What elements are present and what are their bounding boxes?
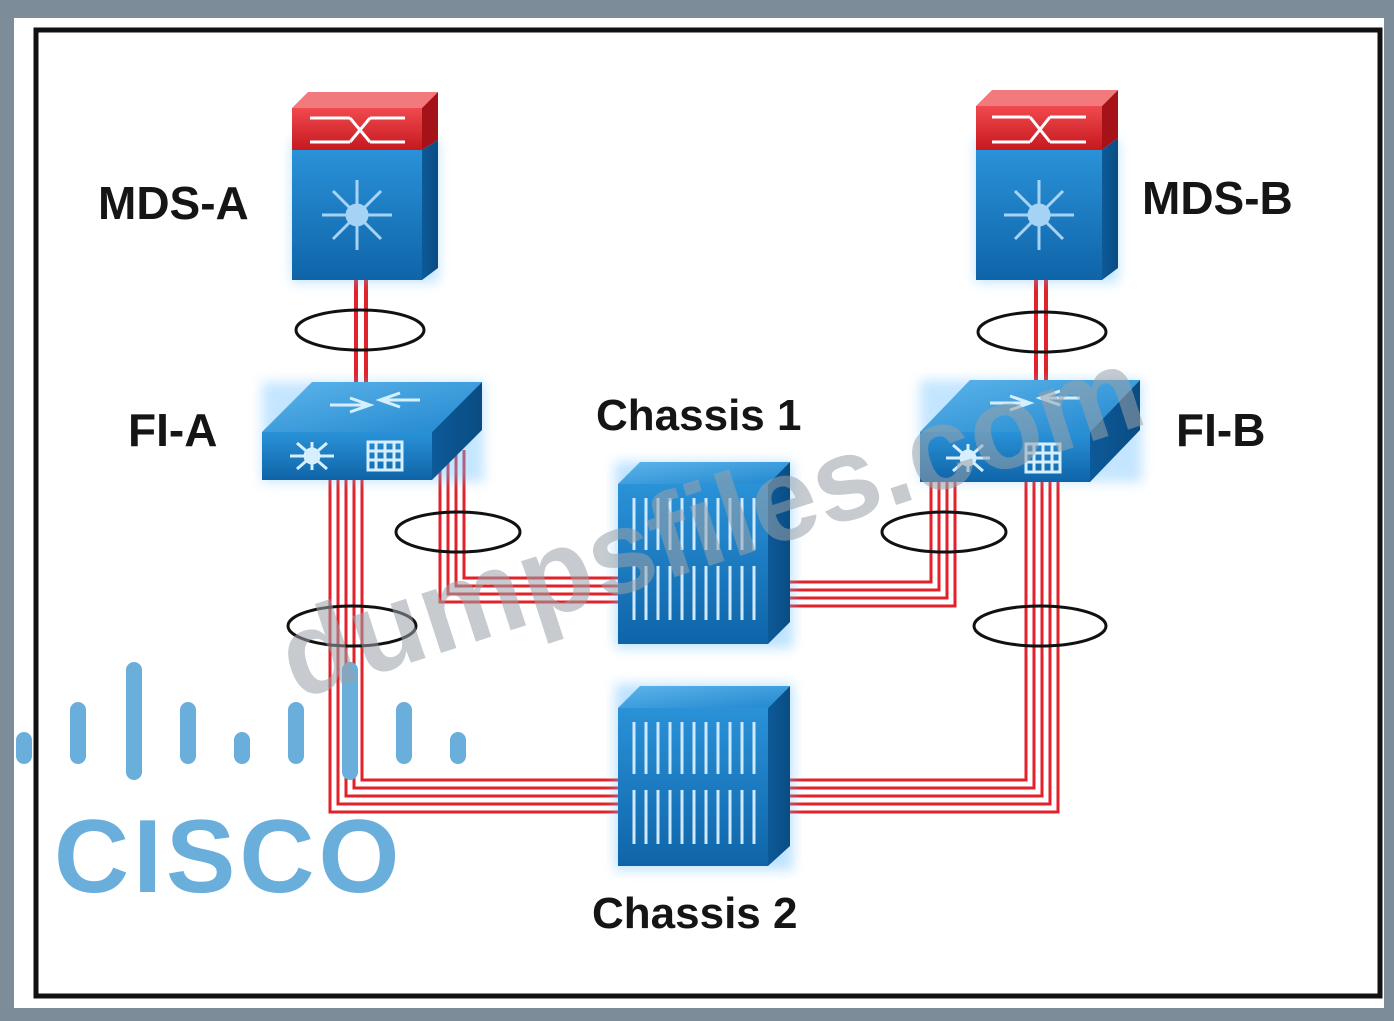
link-mdsb-fib (1034, 280, 1048, 385)
link-fib-chassis2 (785, 480, 1060, 814)
portchannel-ring (976, 310, 1108, 354)
portchannel-ring (972, 604, 1108, 648)
mds-b-switch[interactable] (976, 90, 1118, 282)
fi-b-fabric-interconnect[interactable] (920, 380, 1142, 482)
cisco-logo: CISCO (16, 662, 466, 915)
link-fib-chassis1 (785, 480, 957, 608)
logo-bar (126, 662, 142, 780)
logo-wordmark: CISCO (54, 799, 403, 915)
portchannel-ring (394, 510, 522, 554)
portchannel-ring (294, 308, 426, 352)
label-fi-a: FI-A (128, 404, 217, 456)
label-mds-b: MDS-B (1142, 172, 1293, 224)
logo-bar (180, 702, 196, 764)
logo-bar (450, 732, 466, 764)
logo-bar (342, 662, 358, 780)
chassis-2[interactable] (615, 684, 793, 870)
label-chassis-2: Chassis 2 (592, 889, 797, 938)
fabric-interconnect-icon (290, 391, 420, 472)
fabric-switch-icon (310, 116, 405, 144)
label-chassis-1: Chassis 1 (596, 391, 801, 440)
port-channel-rings (286, 308, 1108, 648)
fi-a-fabric-interconnect[interactable] (262, 382, 484, 482)
chassis-1[interactable] (615, 462, 793, 648)
label-fi-b: FI-B (1176, 404, 1265, 456)
fabric-interconnect-icon (946, 389, 1080, 474)
blade-chassis-icon (632, 722, 756, 844)
device-labels: MDS-A MDS-B FI-A FI-B Chassis 1 Chassis … (98, 172, 1293, 938)
fabric-switch-icon (1004, 180, 1074, 250)
fabric-switch-icon (322, 180, 392, 250)
logo-bar (288, 702, 304, 764)
logo-bar (396, 702, 412, 764)
link-fia-chassis1 (438, 450, 620, 604)
logo-bar (70, 702, 86, 764)
fabric-switch-icon (992, 115, 1086, 144)
mds-a-switch[interactable] (292, 92, 438, 282)
portchannel-ring (880, 510, 1008, 554)
link-mdsa-fia (354, 280, 368, 385)
logo-bar (234, 732, 250, 764)
link-fia-chassis2 (328, 480, 620, 814)
blade-chassis-icon (632, 498, 756, 620)
link-bundles (328, 280, 1060, 814)
logo-bar (16, 732, 32, 764)
label-mds-a: MDS-A (98, 177, 249, 229)
portchannel-ring (286, 604, 418, 648)
